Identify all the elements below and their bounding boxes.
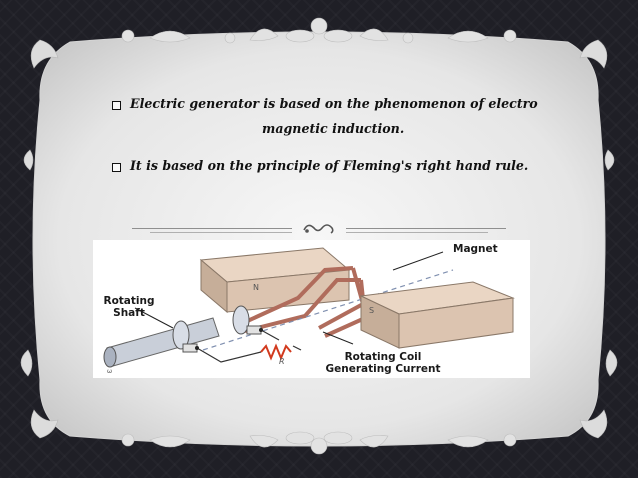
generator-illustration: ω	[103, 247, 515, 375]
resistor-icon	[260, 343, 292, 361]
divider-left	[132, 228, 292, 229]
circuit-wires	[196, 329, 302, 363]
rotating-shaft	[103, 317, 220, 368]
bullet-checkbox-icon	[112, 163, 121, 172]
divider-right-inner	[346, 232, 488, 233]
slip-rings	[172, 305, 250, 350]
divider-right	[346, 228, 506, 229]
magnet-south-block	[359, 281, 515, 349]
bullet-1-line-1: Electric generator is based on the pheno…	[130, 96, 538, 111]
divider-left-inner	[150, 232, 292, 233]
bottom-ornament	[121, 431, 517, 455]
rotating-coil-label-line-2: Generating Current	[325, 363, 441, 375]
south-pole-label: S	[369, 306, 375, 315]
generator-diagram: ω Magnet Rotating Shaft Rotating Coil Ge…	[93, 240, 530, 378]
magnet-label: Magnet	[453, 243, 498, 255]
resistor-label: R	[279, 357, 285, 366]
magnet-north-block	[199, 247, 351, 314]
north-pole-label: N	[253, 283, 259, 292]
field-line	[202, 269, 454, 351]
label-leader-lines	[134, 251, 444, 345]
bullet-2-line-1: It is based on the principle of Fleming'…	[130, 158, 529, 173]
rotation-arrow-mark: ω	[107, 368, 112, 375]
frame-panel	[32, 31, 606, 447]
bullet-checkbox-icon	[112, 101, 121, 110]
bullet-1-line-2: magnetic induction.	[262, 121, 405, 136]
top-ornament	[121, 17, 517, 44]
corner-ornaments	[20, 39, 618, 439]
rotating-shaft-label-line-2: Shaft	[113, 307, 145, 319]
rotating-coil-label-line-1: Rotating Coil	[344, 351, 422, 363]
swirl-divider-icon	[303, 224, 334, 234]
rotating-shaft-label-line-1: Rotating	[103, 295, 155, 307]
